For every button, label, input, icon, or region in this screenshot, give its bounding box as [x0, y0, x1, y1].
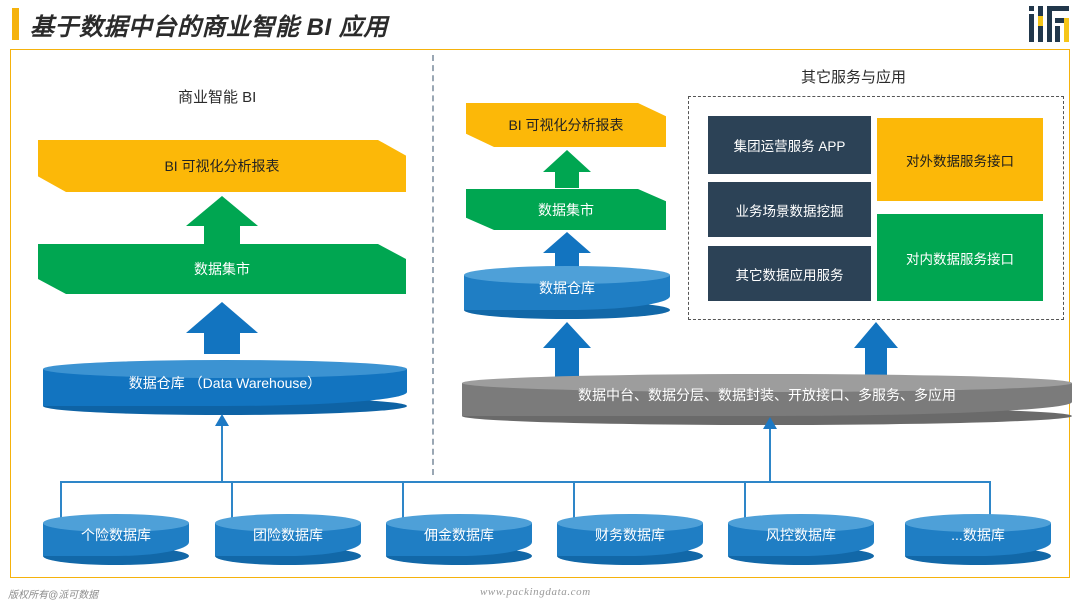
cylinder-top	[386, 514, 532, 532]
left-layer-bi-report[interactable]: BI 可视化分析报表	[38, 140, 406, 192]
source-db-label: 佣金数据库	[424, 527, 494, 543]
service-tile-business-mining[interactable]: 业务场景数据挖掘	[708, 182, 871, 237]
left-cylinder-data-warehouse-label: 数据仓库 （Data Warehouse）	[128, 375, 322, 391]
ifr-logo	[1028, 6, 1070, 42]
service-tile-group-ops-app[interactable]: 集团运营服务 APP	[708, 116, 871, 174]
connector-leg-5	[744, 481, 746, 519]
mid-layer-data-mart-label: 数据集市	[538, 201, 594, 218]
mid-arrow-blue-up	[543, 232, 591, 268]
left-layer-data-mart-label: 数据集市	[194, 261, 250, 277]
cylinder-top	[43, 360, 407, 378]
left-arrow-blue-up	[186, 302, 258, 354]
cylinder-top	[215, 514, 361, 532]
title-accent-bar	[12, 8, 19, 40]
source-db-5[interactable]: 风控数据库	[728, 514, 874, 565]
source-db-2[interactable]: 团险数据库	[215, 514, 361, 565]
service-tile-other-data-apps[interactable]: 其它数据应用服务	[708, 246, 871, 301]
source-db-6[interactable]: ...数据库	[905, 514, 1051, 565]
cylinder-top	[462, 374, 1072, 392]
cylinder-top	[905, 514, 1051, 532]
platform-cylinder-label: 数据中台、数据分层、数据封装、开放接口、多服务、多应用	[578, 387, 956, 403]
connector-arrowhead-left	[215, 414, 229, 426]
connector-leg-6	[989, 481, 991, 519]
platform-cylinder[interactable]: 数据中台、数据分层、数据封装、开放接口、多服务、多应用	[462, 374, 1072, 425]
service-tile-label: 业务场景数据挖掘	[735, 203, 844, 219]
section-divider	[432, 55, 434, 475]
cylinder-top	[43, 514, 189, 532]
connector-bus	[60, 481, 990, 483]
source-db-1[interactable]: 个险数据库	[43, 514, 189, 565]
left-layer-data-mart[interactable]: 数据集市	[38, 244, 406, 294]
service-tile-label: 其它数据应用服务	[735, 267, 844, 283]
source-db-label: 风控数据库	[766, 527, 836, 543]
left-cylinder-data-warehouse[interactable]: 数据仓库 （Data Warehouse）	[43, 360, 407, 415]
footer-copyright: 版权所有@派可数据	[8, 590, 99, 601]
interface-tile-internal[interactable]: 对内数据服务接口	[877, 214, 1043, 301]
mid-layer-bi-report-label: BI 可视化分析报表	[508, 117, 624, 133]
mid-arrow-blue-platform-up	[543, 322, 591, 378]
interface-tile-label: 对外数据服务接口	[906, 153, 1014, 169]
page-title: 基于数据中台的商业智能 BI 应用	[30, 14, 388, 41]
connector-leg-4	[573, 481, 575, 519]
source-db-label: 团险数据库	[253, 527, 323, 543]
connector-riser-right	[769, 427, 771, 482]
mid-layer-bi-report[interactable]: BI 可视化分析报表	[466, 103, 666, 147]
left-section-caption: 商业智能 BI	[178, 89, 257, 106]
other-services-group	[688, 96, 1064, 320]
connector-riser-left	[221, 423, 223, 482]
connector-arrowhead-right	[763, 417, 777, 429]
footer-website: www.packingdata.com	[480, 586, 591, 598]
right-arrow-blue-up	[854, 322, 898, 378]
connector-leg-1	[60, 481, 62, 519]
connector-leg-3	[402, 481, 404, 519]
source-db-label: ...数据库	[951, 527, 1005, 543]
cylinder-top	[728, 514, 874, 532]
mid-layer-data-mart[interactable]: 数据集市	[466, 189, 666, 230]
source-db-4[interactable]: 财务数据库	[557, 514, 703, 565]
interface-tile-external[interactable]: 对外数据服务接口	[877, 118, 1043, 201]
mid-cylinder-data-warehouse-label: 数据仓库	[539, 280, 595, 296]
source-db-label: 财务数据库	[595, 527, 665, 543]
left-layer-bi-report-label: BI 可视化分析报表	[164, 158, 280, 174]
left-arrow-green-up	[186, 196, 258, 246]
source-db-3[interactable]: 佣金数据库	[386, 514, 532, 565]
header: 基于数据中台的商业智能 BI 应用	[0, 0, 1084, 48]
right-section-caption: 其它服务与应用	[801, 69, 907, 86]
source-db-label: 个险数据库	[81, 527, 151, 543]
interface-tile-label: 对内数据服务接口	[906, 251, 1014, 267]
connector-leg-2	[231, 481, 233, 519]
service-tile-label: 集团运营服务 APP	[733, 139, 846, 154]
cylinder-top	[557, 514, 703, 532]
cylinder-top	[464, 266, 670, 284]
mid-cylinder-data-warehouse[interactable]: 数据仓库	[464, 266, 670, 319]
mid-arrow-green-up	[543, 150, 591, 188]
